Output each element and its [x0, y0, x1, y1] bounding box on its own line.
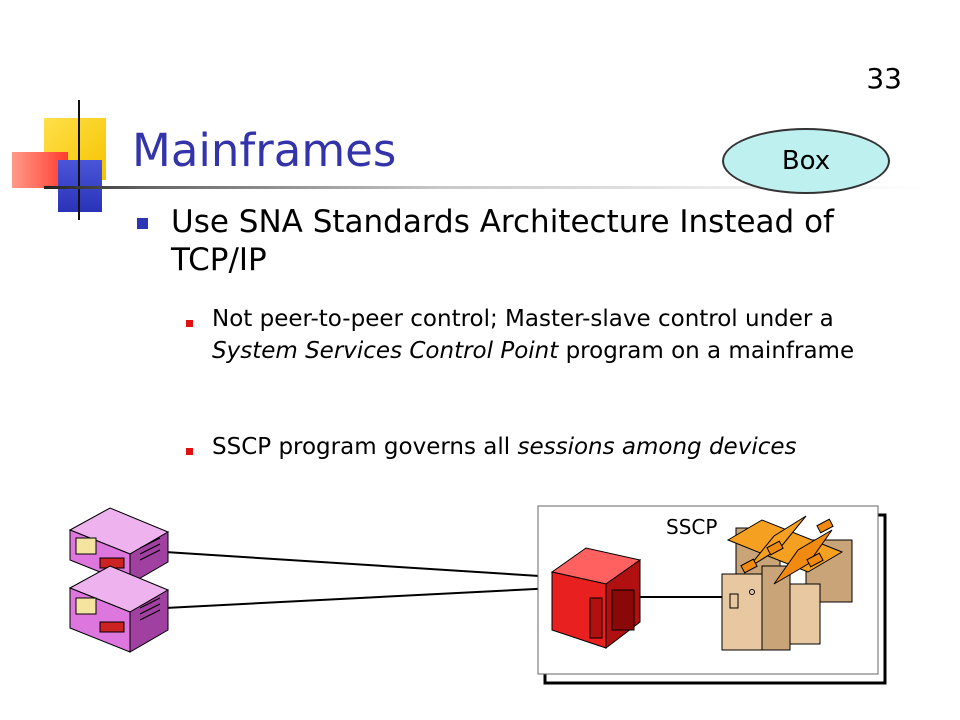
slide-title: Mainframes — [132, 124, 397, 177]
box-tag-oval: Box — [722, 128, 890, 194]
sub-bullet-2-text-a: SSCP program governs all — [212, 434, 518, 460]
title-underline — [44, 186, 924, 189]
decorative-vertical-line — [78, 100, 80, 220]
sub-bullet-1-text-b: program on a mainframe — [558, 338, 855, 364]
sub-bullet-2-text: SSCP program governs all sessions among … — [212, 431, 872, 463]
sub-bullet-1-text: Not peer-to-peer control; Master-slave c… — [212, 303, 872, 367]
network-diagram: SSCP — [68, 505, 887, 685]
sscp-label: SSCP — [666, 515, 717, 539]
slide-number: 33 — [866, 62, 902, 95]
box-tag-label: Box — [781, 146, 831, 176]
terminal-icon — [68, 565, 170, 653]
link-terminal2-controller — [164, 587, 556, 609]
mainframe-icon — [721, 515, 853, 651]
sub-bullet-1-text-a: Not peer-to-peer control; Master-slave c… — [212, 306, 834, 332]
sub-bullet-marker — [186, 448, 193, 455]
controller-icon — [550, 547, 642, 650]
link-terminal1-controller — [164, 551, 556, 578]
sub-bullet-2-italic: sessions among devices — [517, 434, 797, 460]
sub-bullet-1-italic: System Services Control Point — [212, 338, 559, 364]
sub-bullet-marker — [186, 320, 193, 327]
bullet-marker — [137, 218, 148, 229]
bullet-main-text: Use SNA Standards Architecture Instead o… — [171, 204, 834, 278]
